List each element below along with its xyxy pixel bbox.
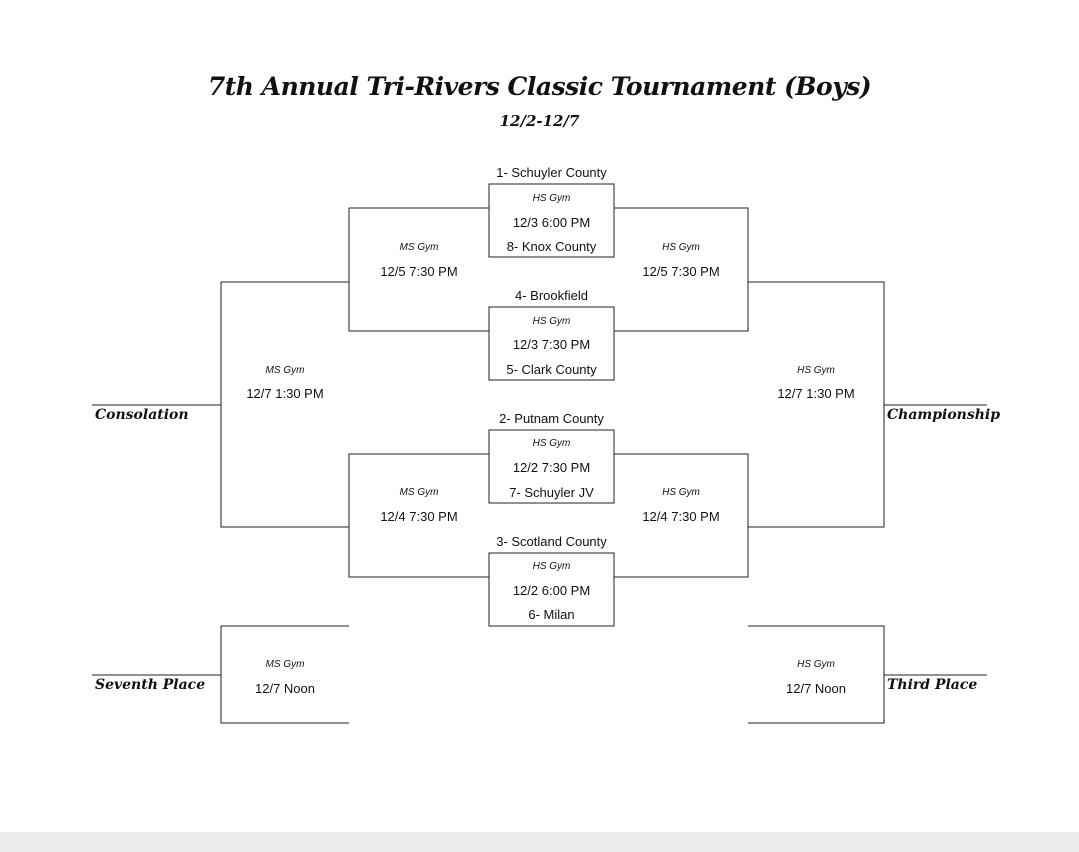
qf4-venue: HS Gym bbox=[532, 561, 571, 572]
page-title: 7th Annual Tri-Rivers Classic Tournament… bbox=[207, 72, 872, 101]
qf2-venue: HS Gym bbox=[532, 316, 571, 327]
qf1-bottom-team: 8- Knox County bbox=[506, 239, 597, 254]
tournament-dates: 12/2-12/7 bbox=[499, 112, 580, 130]
champ-semi-bottom-time: 12/4 7:30 PM bbox=[642, 509, 720, 524]
championship-final-venue: HS Gym bbox=[797, 365, 835, 376]
seventh-place-venue: MS Gym bbox=[265, 659, 305, 670]
championship-label: Championship bbox=[887, 407, 1000, 423]
consolation-final-time: 12/7 1:30 PM bbox=[246, 386, 324, 401]
consolation-final-bracket bbox=[220, 281, 349, 528]
qf3-bottom-team: 7- Schuyler JV bbox=[509, 485, 594, 500]
seventh-place-label: Seventh Place bbox=[95, 677, 206, 693]
consolation-final-venue: MS Gym bbox=[265, 365, 305, 376]
qf1-venue: HS Gym bbox=[532, 193, 571, 204]
seventh-place-time: 12/7 Noon bbox=[255, 681, 315, 696]
qf4-time: 12/2 6:00 PM bbox=[512, 583, 591, 598]
qf2-top-team: 4- Brookfield bbox=[515, 288, 588, 303]
third-place-time: 12/7 Noon bbox=[786, 681, 846, 696]
qf2-bottom-team: 5- Clark County bbox=[506, 362, 597, 377]
cons-semi-top-venue: MS Gym bbox=[399, 242, 439, 253]
third-place-label: Third Place bbox=[887, 677, 978, 693]
qf4-bottom-team: 6- Milan bbox=[528, 607, 575, 622]
champ-semi-top-bracket bbox=[614, 207, 749, 332]
cons-semi-bottom-time: 12/4 7:30 PM bbox=[380, 509, 458, 524]
qf1-time: 12/3 6:00 PM bbox=[512, 215, 591, 230]
qf3-top-team: 2- Putnam County bbox=[499, 411, 604, 426]
qf3-venue: HS Gym bbox=[532, 438, 571, 449]
footer-bar bbox=[0, 832, 1079, 852]
qf3-time: 12/2 7:30 PM bbox=[512, 460, 591, 475]
third-place-venue: HS Gym bbox=[797, 659, 835, 670]
seventh-place-bracket bbox=[220, 625, 349, 724]
champ-semi-top-venue: HS Gym bbox=[662, 242, 700, 253]
championship-final-bracket bbox=[748, 281, 885, 528]
champ-semi-bottom-bracket bbox=[614, 453, 749, 578]
cons-semi-top-time: 12/5 7:30 PM bbox=[380, 264, 458, 279]
cons-semi-top-bracket bbox=[348, 207, 489, 332]
qf3-box bbox=[488, 429, 615, 504]
cons-semi-bottom-venue: MS Gym bbox=[399, 487, 439, 498]
qf4-box bbox=[488, 552, 615, 627]
championship-final-time: 12/7 1:30 PM bbox=[777, 386, 855, 401]
third-place-bracket bbox=[748, 625, 885, 724]
champ-semi-top-time: 12/5 7:30 PM bbox=[642, 264, 720, 279]
qf1-top-team: 1- Schuyler County bbox=[496, 165, 607, 180]
qf2-time: 12/3 7:30 PM bbox=[512, 337, 591, 352]
qf2-box bbox=[488, 306, 615, 381]
qf4-top-team: 3- Scotland County bbox=[496, 534, 607, 549]
qf1-box bbox=[488, 183, 615, 258]
champ-semi-bottom-venue: HS Gym bbox=[662, 487, 700, 498]
consolation-label: Consolation bbox=[95, 407, 189, 423]
cons-semi-bottom-bracket bbox=[348, 453, 489, 578]
